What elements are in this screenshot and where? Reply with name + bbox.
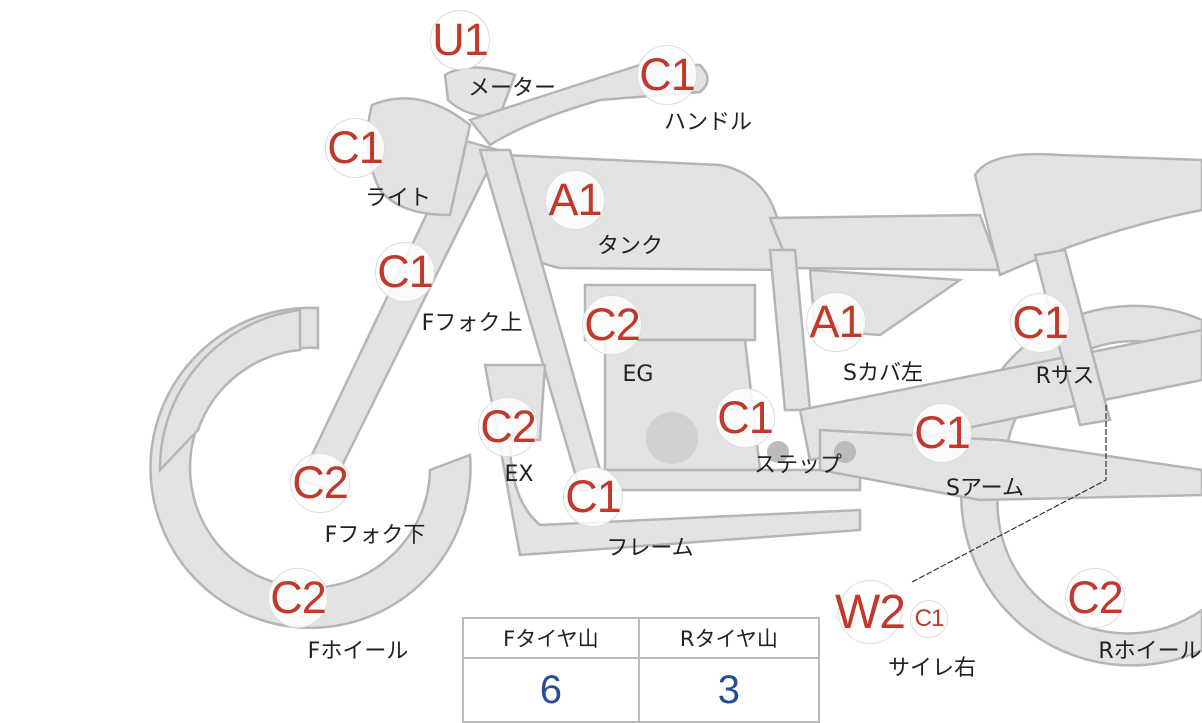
grade-badge: C1	[637, 45, 697, 105]
part-label: メーター	[467, 76, 557, 101]
sub-grade-badge: C1	[910, 600, 948, 638]
part-label: Rホイール	[1098, 639, 1202, 664]
grade-badge: C1	[1010, 293, 1070, 353]
grade-badge: U1	[430, 10, 490, 70]
grade-badge: C1	[375, 242, 435, 302]
part-label: EX	[504, 462, 534, 487]
rear-tire-value: 3	[637, 657, 821, 723]
part-label: Sアーム	[946, 476, 1024, 501]
grade-badge: W2	[835, 580, 906, 644]
grade-badge: C1	[715, 388, 775, 448]
tail	[973, 152, 1202, 277]
part-label: ステップ	[753, 453, 843, 478]
part-label: Fフォク下	[324, 523, 426, 548]
grade-badge: A1	[545, 170, 605, 230]
part-label: ライト	[364, 186, 432, 211]
part-label: サイレ右	[887, 656, 977, 681]
grade-badge: C1	[563, 467, 623, 527]
part-label: Fフォク上	[421, 311, 523, 336]
front-tire-header: Fタイヤ山	[462, 617, 640, 659]
rear-tire-header: Rタイヤ山	[637, 617, 821, 659]
grade-badge: C1	[325, 118, 385, 178]
part-label: EG	[622, 362, 654, 387]
grade-badge: C2	[582, 295, 642, 355]
tire-tread-table: Fタイヤ山 Rタイヤ山 6 3	[462, 617, 821, 723]
part-label: Sカバ左	[843, 361, 923, 386]
part-label: ハンドル	[663, 110, 753, 135]
front-wheel	[149, 306, 472, 630]
grade-badge: C2	[268, 568, 328, 628]
rear-shock	[1033, 248, 1112, 427]
grade-badge: C2	[478, 397, 538, 457]
part-label: Rサス	[1035, 364, 1095, 389]
part-label: フレーム	[606, 536, 694, 561]
seat	[768, 213, 1002, 272]
grade-badge: A1	[806, 292, 866, 352]
grade-badge: C2	[290, 453, 350, 513]
front-tire-value: 6	[462, 657, 640, 723]
part-label: Fホイール	[307, 639, 409, 664]
grade-badge: C2	[1065, 568, 1125, 628]
grade-badge: C1	[912, 403, 972, 463]
part-label: タンク	[596, 234, 664, 259]
